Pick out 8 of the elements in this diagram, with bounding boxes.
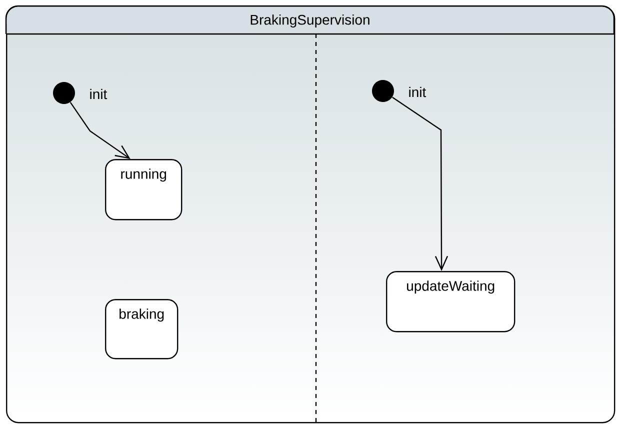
state-name: BrakingSupervision [250,14,370,28]
transition-arrow [70,102,130,159]
state-label: init [90,88,108,100]
state-box: running [105,159,182,220]
state-box: braking [105,298,178,360]
transition-arrow [392,96,448,271]
state-box: updateWaiting [386,271,516,332]
state-label: init [409,86,426,98]
